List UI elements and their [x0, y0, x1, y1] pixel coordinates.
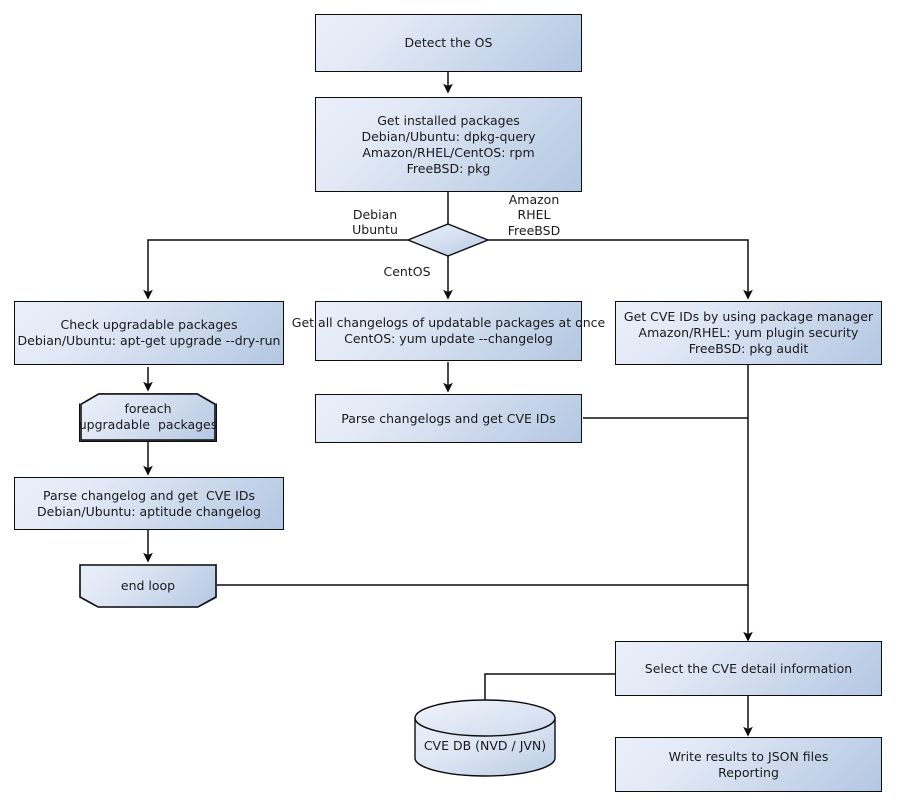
node-check-upgradable-packages[interactable]: Check upgradable packages Debian/Ubuntu:… — [14, 301, 284, 365]
node-detect-os[interactable]: Detect the OS — [315, 14, 582, 72]
node-get-all-changelogs-label: Get all changelogs of updatable packages… — [291, 315, 606, 346]
node-get-installed-packages[interactable]: Get installed packages Debian/Ubuntu: dp… — [315, 97, 582, 192]
node-detect-os-label: Detect the OS — [404, 35, 493, 50]
node-parse-changelog-left-label: Parse changelog and get CVE IDs Debian/U… — [37, 487, 261, 519]
node-cve-database[interactable]: CVE DB (NVD / JVN) — [415, 700, 555, 776]
node-parse-changelogs-center-label: Parse changelogs and get CVE IDs — [341, 410, 556, 426]
node-get-all-changelogs[interactable]: Get all changelogs of updatable packages… — [292, 301, 605, 361]
node-parse-changelog-left[interactable]: Parse changelog and get CVE IDs Debian/U… — [14, 477, 284, 530]
node-end-loop-label: end loop — [120, 578, 176, 593]
node-get-installed-packages-label: Get installed packages Debian/Ubuntu: dp… — [361, 112, 536, 176]
node-get-cve-ids-package-manager-label: Get CVE IDs by using package manager Ama… — [623, 309, 874, 356]
node-foreach-label: foreach upgradable packages — [78, 401, 218, 432]
node-end-loop[interactable]: end loop — [79, 564, 217, 608]
edge-label-amazon-rhel-freebsd: Amazon RHEL FreeBSD — [507, 192, 561, 238]
node-check-upgradable-packages-label: Check upgradable packages Debian/Ubuntu:… — [17, 317, 281, 348]
node-select-cve-detail[interactable]: Select the CVE detail information — [615, 641, 882, 696]
node-write-results[interactable]: Write results to JSON files Reporting — [615, 737, 882, 792]
node-write-results-label: Write results to JSON files Reporting — [668, 748, 829, 780]
node-cve-database-label: CVE DB (NVD / JVN) — [423, 737, 547, 753]
node-parse-changelogs-center[interactable]: Parse changelogs and get CVE IDs — [315, 394, 582, 443]
edge-decision-to-cve-pkgmgr — [488, 239, 753, 300]
edge-label-centos: CentOS — [383, 264, 431, 279]
node-get-cve-ids-package-manager[interactable]: Get CVE IDs by using package manager Ama… — [615, 301, 882, 365]
edge-label-debian-ubuntu: Debian Ubuntu — [352, 207, 398, 238]
edge-decision-to-check-upgradable — [143, 239, 408, 300]
node-foreach-upgradable-packages[interactable]: foreach upgradable packages — [79, 393, 217, 442]
node-select-cve-detail-label: Select the CVE detail information — [644, 660, 853, 676]
node-os-decision[interactable] — [408, 224, 488, 256]
